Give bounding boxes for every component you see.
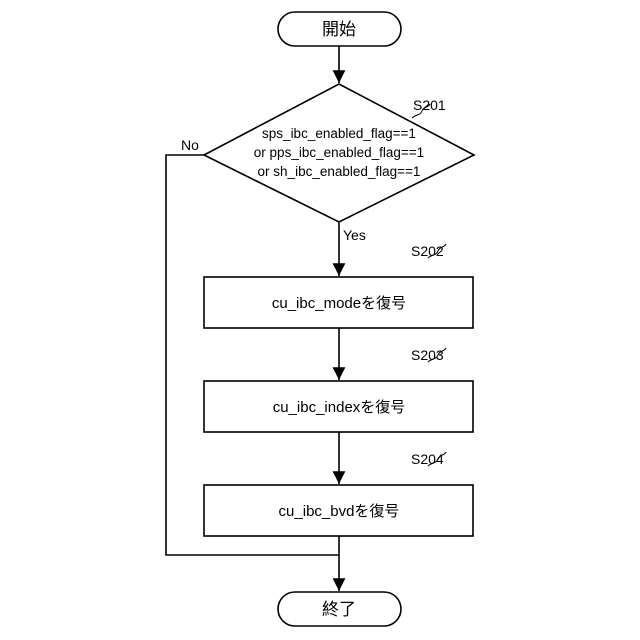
step-id-s201: S201 (413, 97, 446, 113)
decision-line-2: or pps_ibc_enabled_flag==1 (254, 145, 424, 160)
yes-label: Yes (343, 227, 366, 243)
step-id-s202: S202 (411, 243, 444, 259)
process-label-s202: cu_ibc_modeを復号 (272, 295, 406, 312)
no-label: No (181, 137, 199, 153)
end-label: 終了 (322, 600, 356, 619)
process-label-s204: cu_ibc_bvdを復号 (279, 503, 400, 520)
decision-line-1: sps_ibc_enabled_flag==1 (262, 126, 416, 141)
decision-line-3: or sh_ibc_enabled_flag==1 (258, 164, 421, 179)
step-id-s204: S204 (411, 451, 444, 467)
process-label-s203: cu_ibc_indexを復号 (273, 399, 406, 416)
start-label: 開始 (322, 20, 356, 39)
step-id-s203: S203 (411, 347, 444, 363)
